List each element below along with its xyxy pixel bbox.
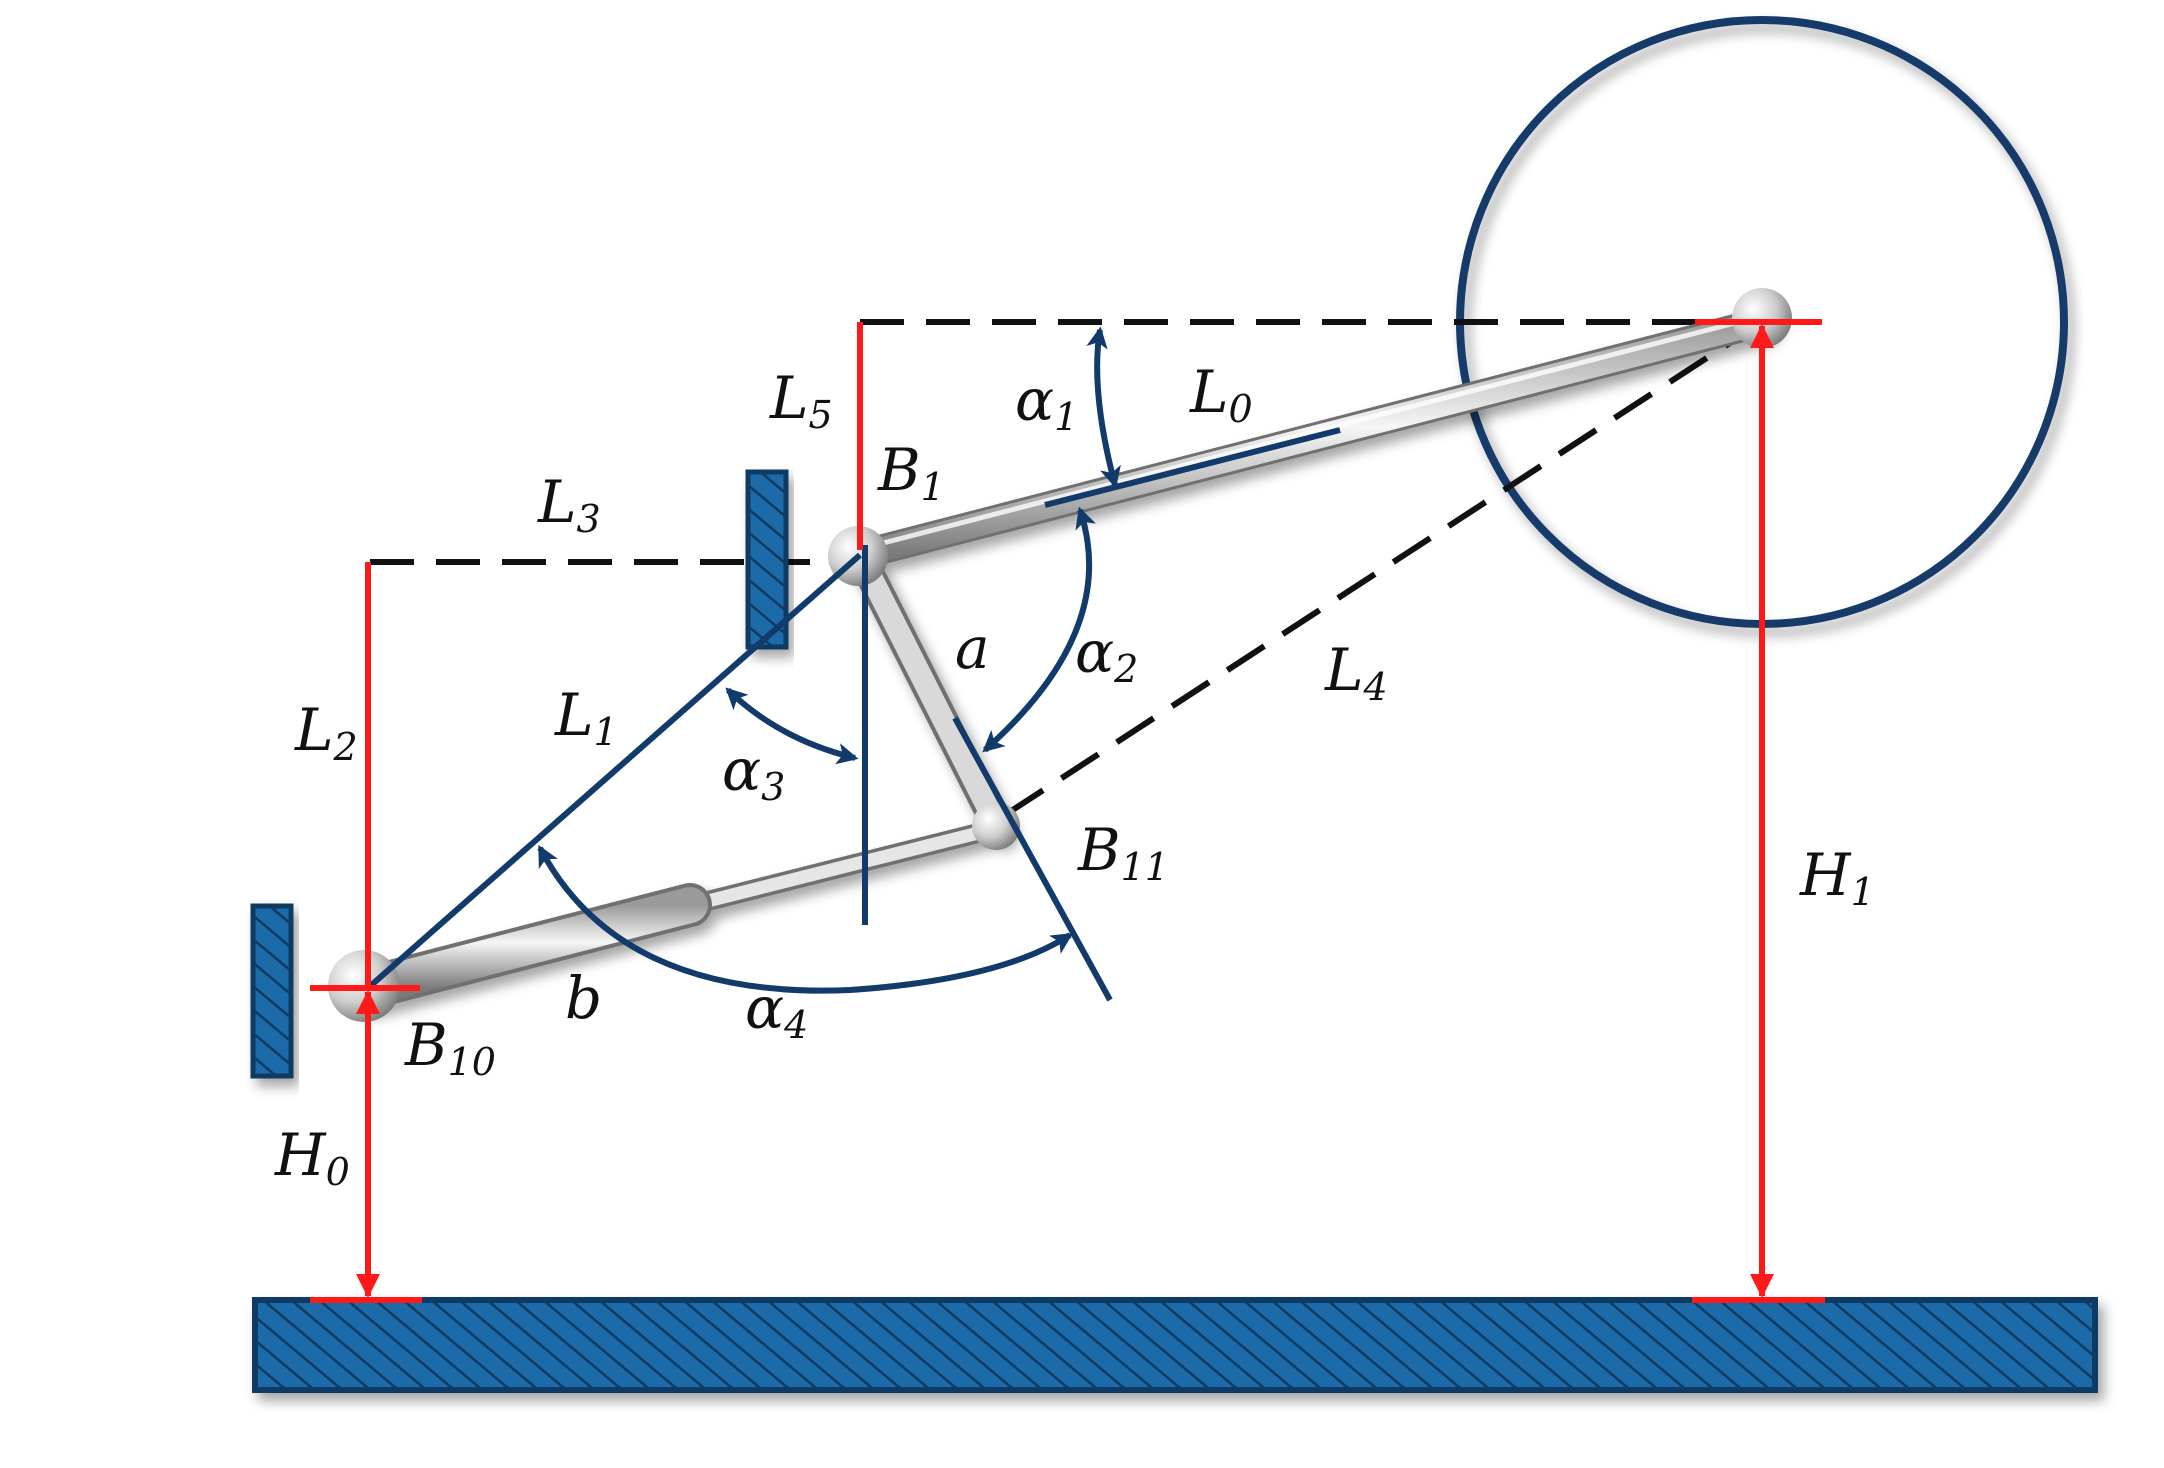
joint-wheel-center — [1732, 288, 1792, 348]
label-L5: L5 — [769, 364, 833, 437]
label-B1: B1 — [877, 436, 945, 509]
red-dimensions — [310, 319, 1825, 1303]
label-alpha2: α2 — [1075, 618, 1138, 691]
line-L1 — [366, 552, 862, 991]
navy-construction-lines — [366, 427, 1341, 1002]
label-B10: B10 — [404, 1011, 496, 1084]
angle-arcs — [537, 326, 1121, 994]
label-L3: L3 — [537, 468, 601, 541]
label-H1: H1 — [1799, 841, 1875, 914]
mount-upper — [745, 469, 789, 650]
offset-line-L0 — [1044, 427, 1341, 508]
label-H0: H0 — [274, 1121, 350, 1194]
label-L2: L2 — [294, 696, 358, 769]
label-L0: L0 — [1189, 358, 1253, 431]
label-L4: L4 — [1324, 636, 1388, 709]
label-L1: L1 — [554, 681, 618, 754]
arc-alpha2 — [982, 506, 1096, 753]
ground-base — [252, 1297, 2098, 1393]
labels: L5 B1 α1 L0 L3 a α2 L4 L2 L1 α3 B11 H1 b… — [274, 358, 1875, 1194]
arc-alpha1 — [1086, 326, 1121, 489]
arc-alpha4 — [537, 844, 1074, 994]
label-a: a — [955, 614, 990, 682]
label-b: b — [565, 964, 602, 1032]
label-B11: B11 — [1077, 816, 1169, 889]
label-alpha3: α3 — [722, 736, 785, 809]
diagonal-reference-L4 — [1003, 319, 1764, 818]
mount-lower — [250, 903, 294, 1079]
label-alpha1: α1 — [1015, 366, 1078, 439]
label-alpha4: α4 — [745, 974, 808, 1047]
arc-alpha3 — [725, 687, 859, 765]
